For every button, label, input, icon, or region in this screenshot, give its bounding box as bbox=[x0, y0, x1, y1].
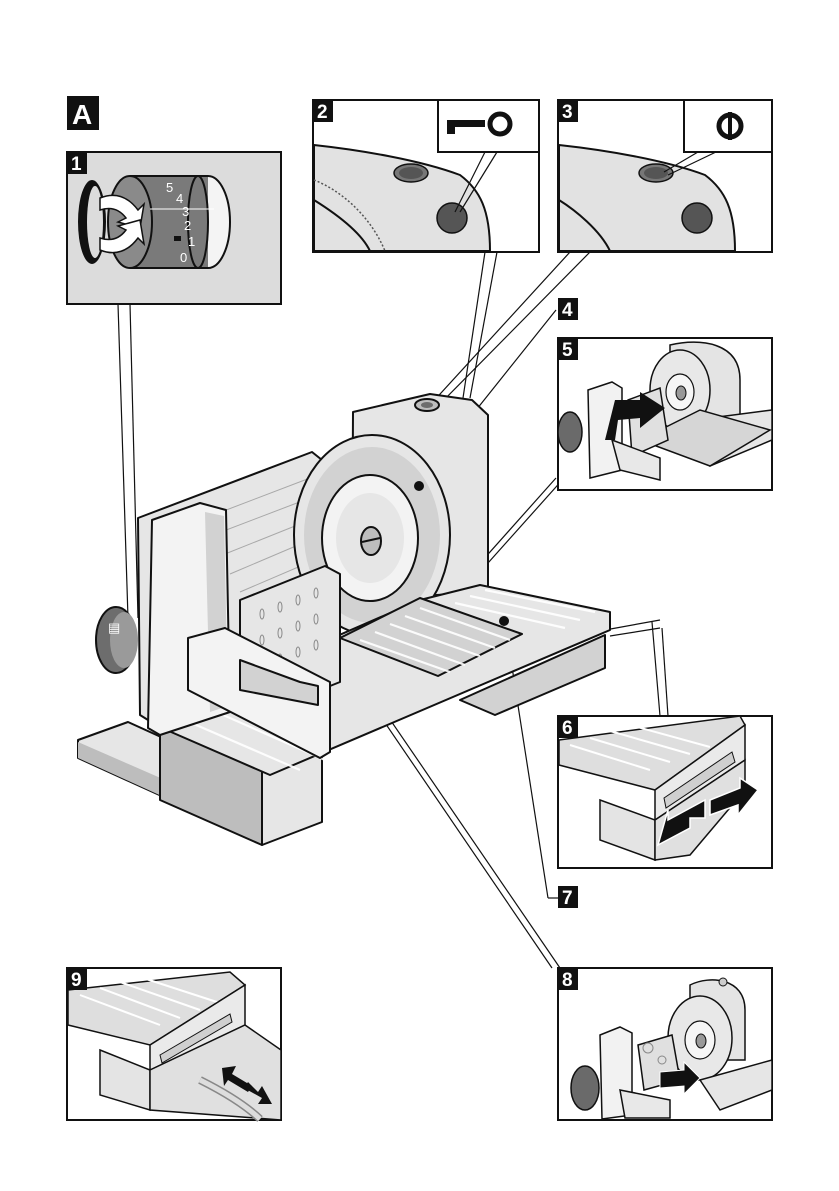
dial-mark-0: 0 bbox=[180, 250, 187, 265]
svg-text:▤: ▤ bbox=[108, 620, 120, 635]
side-dial: ▤ bbox=[96, 607, 138, 673]
dial-mark-5: 5 bbox=[166, 180, 173, 195]
callout-1: 1 bbox=[71, 154, 82, 175]
figure-label-text: A bbox=[72, 99, 92, 130]
label-7: 7 bbox=[558, 886, 578, 909]
dial-mark-2: 2 bbox=[184, 218, 191, 233]
main-slicer: ▤ bbox=[78, 394, 610, 845]
panel-2: 2 bbox=[313, 100, 539, 252]
panel-9: 9 bbox=[67, 968, 281, 1120]
callout-8: 8 bbox=[562, 970, 573, 991]
label-4: 4 bbox=[558, 298, 578, 321]
panel-1: 5 4 3 2 1 0 1 bbox=[67, 152, 281, 304]
dial-mark-3: 3 bbox=[182, 204, 189, 219]
panel-3: 3 bbox=[558, 100, 772, 252]
panel-5: 5 bbox=[558, 338, 772, 490]
callout-6: 6 bbox=[562, 718, 573, 739]
callout-2: 2 bbox=[317, 102, 328, 123]
callout-9: 9 bbox=[71, 970, 82, 991]
panel-8: 8 bbox=[558, 968, 772, 1120]
callout-3: 3 bbox=[562, 102, 573, 123]
callout-7: 7 bbox=[562, 888, 573, 909]
figure-label-a: A bbox=[67, 96, 99, 130]
dial-mark-1: 1 bbox=[188, 234, 195, 249]
callout-5: 5 bbox=[562, 340, 573, 361]
callout-4: 4 bbox=[562, 300, 573, 321]
panel-6: 6 bbox=[558, 716, 772, 868]
